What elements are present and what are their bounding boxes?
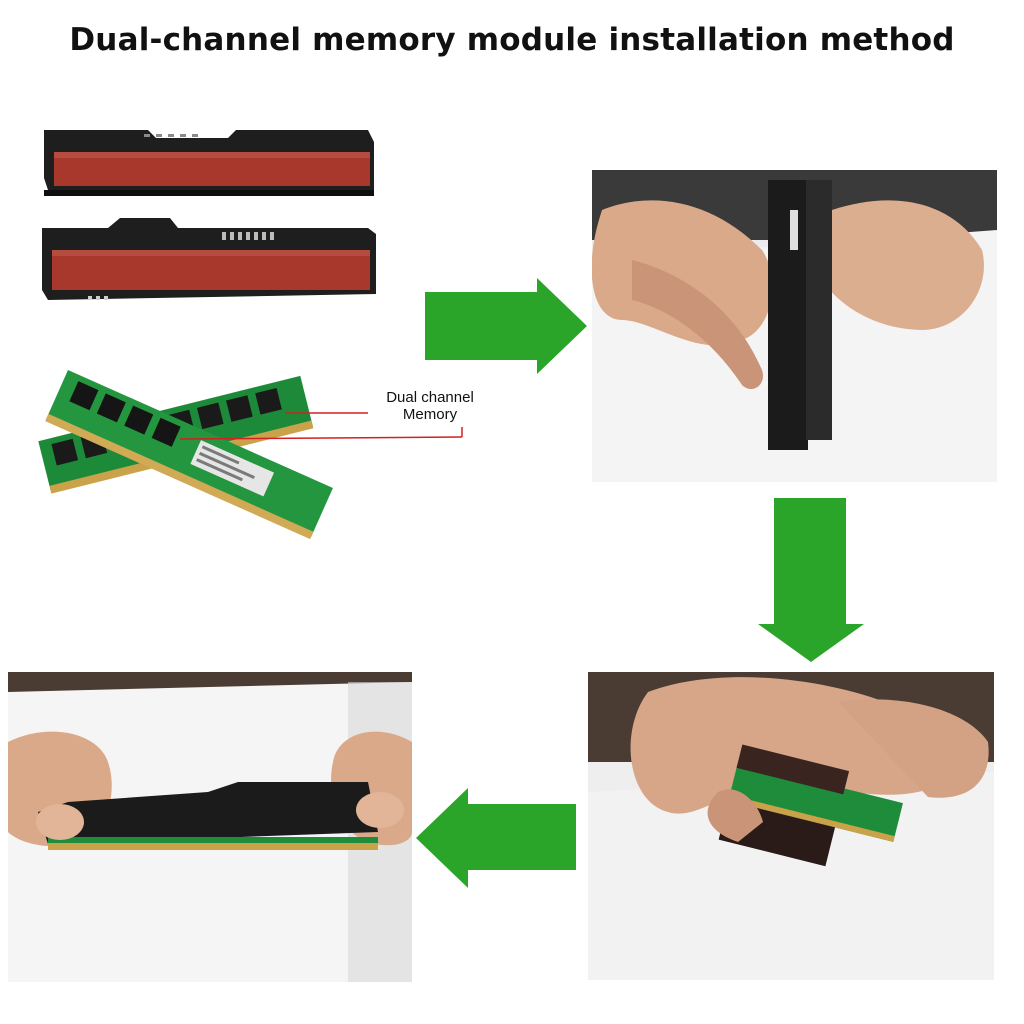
callout-line-1: Dual channel xyxy=(386,389,474,406)
step-1-photo xyxy=(592,170,997,482)
step-3-photo xyxy=(8,672,412,982)
page-title: Dual-channel memory module installation … xyxy=(69,22,955,58)
memory-modules-image xyxy=(38,350,338,550)
arrow-down-icon xyxy=(758,498,864,662)
callout-line-2: Memory xyxy=(402,406,458,423)
step-2-photo xyxy=(588,672,994,980)
arrow-right-icon xyxy=(425,278,587,374)
arrow-left-icon xyxy=(416,788,576,888)
callout-lines xyxy=(180,412,463,440)
dual-channel-callout: Dual channel Memory xyxy=(368,389,492,423)
heatsink-halves-image xyxy=(38,118,383,318)
